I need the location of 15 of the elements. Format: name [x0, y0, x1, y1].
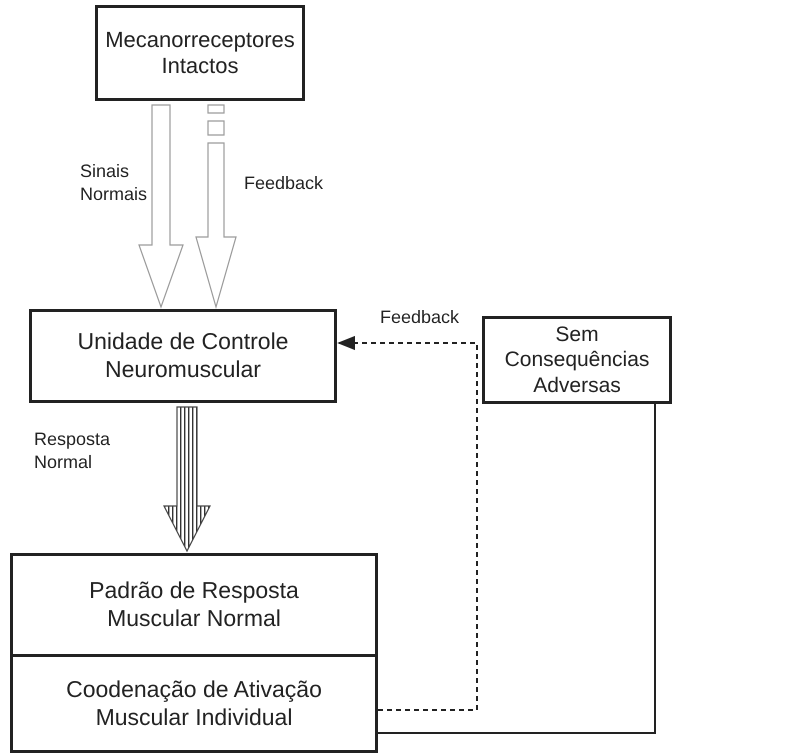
block-arrow	[163, 406, 211, 552]
dashed-arrow	[337, 336, 478, 711]
process-box	[482, 316, 672, 404]
process-box	[10, 654, 378, 753]
box-text: Mecanorreceptores Intactos	[104, 26, 296, 80]
process-box	[10, 553, 378, 657]
box-text: Coodenação de Ativação Muscular Individual	[65, 676, 323, 732]
connector-line	[378, 404, 656, 734]
box-text: Unidade de Controle Neuromuscular	[76, 328, 290, 384]
block-arrow	[138, 104, 184, 309]
process-box	[95, 5, 305, 101]
box-text: Padrão de Resposta Muscular Normal	[88, 577, 300, 633]
block-arrow	[195, 104, 237, 310]
process-box	[29, 309, 337, 403]
box-text: Sem Consequências Adversas	[504, 322, 650, 398]
